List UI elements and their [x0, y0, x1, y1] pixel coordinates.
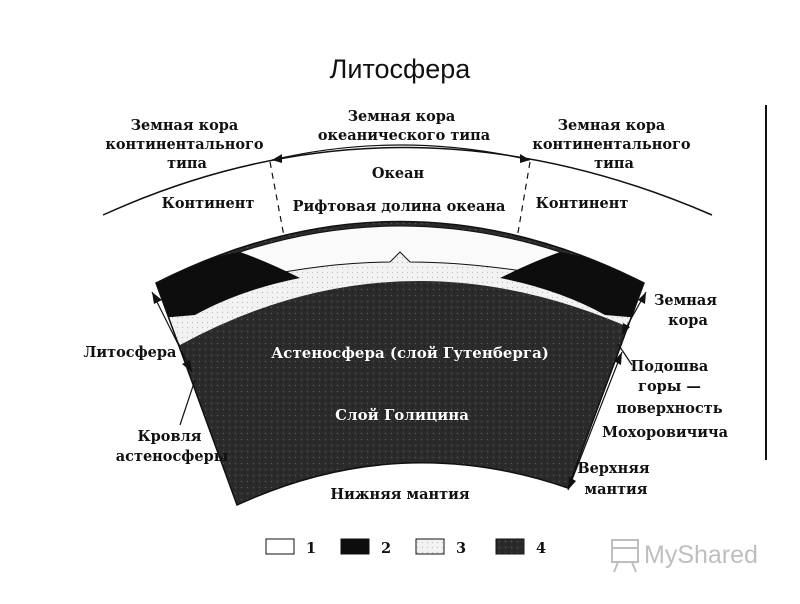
continent-right-label: Континент — [536, 195, 629, 212]
watermark: MyShared — [611, 539, 758, 573]
page-title: Литосфера — [329, 54, 471, 84]
upper-mantle-label: Верхняя мантия — [577, 460, 654, 498]
golitsyn-layer-label: Слой Голицина — [335, 406, 469, 424]
moho-pointer — [617, 343, 633, 366]
rift-valley-label: Рифтовая долина океана — [293, 198, 506, 215]
ocean-label: Океан — [372, 165, 425, 182]
center-crust-type-label: Земная кора океанического типа — [318, 108, 491, 144]
continent-left-label: Континент — [162, 195, 255, 212]
legend-swatch-3 — [415, 538, 445, 555]
asthenosphere-roof-label: Кровля астеносферы — [116, 428, 229, 465]
left-crust-type-label: Земная кора континентального типа — [105, 117, 268, 172]
upper-mantle-arrow — [567, 351, 623, 491]
legend-swatch-2 — [340, 538, 370, 555]
legend: 1 2 3 4 — [265, 538, 546, 557]
right-crust-type-label: Земная кора континентального типа — [532, 117, 695, 172]
earth-surface-arc — [102, 146, 713, 216]
legend-swatch-4 — [495, 538, 525, 555]
lower-mantle-label: Нижняя мантия — [330, 486, 470, 503]
ocean-water — [239, 225, 561, 279]
legend-number-3: 3 — [456, 540, 466, 557]
ocean-extent-arrow — [271, 144, 531, 161]
legend-number-4: 4 — [536, 540, 546, 557]
presentation-icon — [611, 539, 639, 573]
moho-label: Подошва горы — поверхность Мохоровичича — [602, 358, 729, 441]
watermark-text: MyShared — [644, 541, 758, 569]
earth-crust-label: Земная кора — [654, 292, 722, 329]
sector-outline — [155, 220, 645, 507]
lithosphere-label: Литосфера — [84, 344, 178, 361]
legend-number-2: 2 — [381, 540, 391, 557]
asthenosphere-label: Астеносфера (слой Гутенберга) — [271, 344, 549, 362]
legend-number-1: 1 — [306, 540, 316, 557]
lithosphere-arrow — [151, 291, 193, 373]
asthenosphere-roof-pointer — [179, 379, 196, 426]
legend-swatch-1 — [265, 538, 295, 555]
